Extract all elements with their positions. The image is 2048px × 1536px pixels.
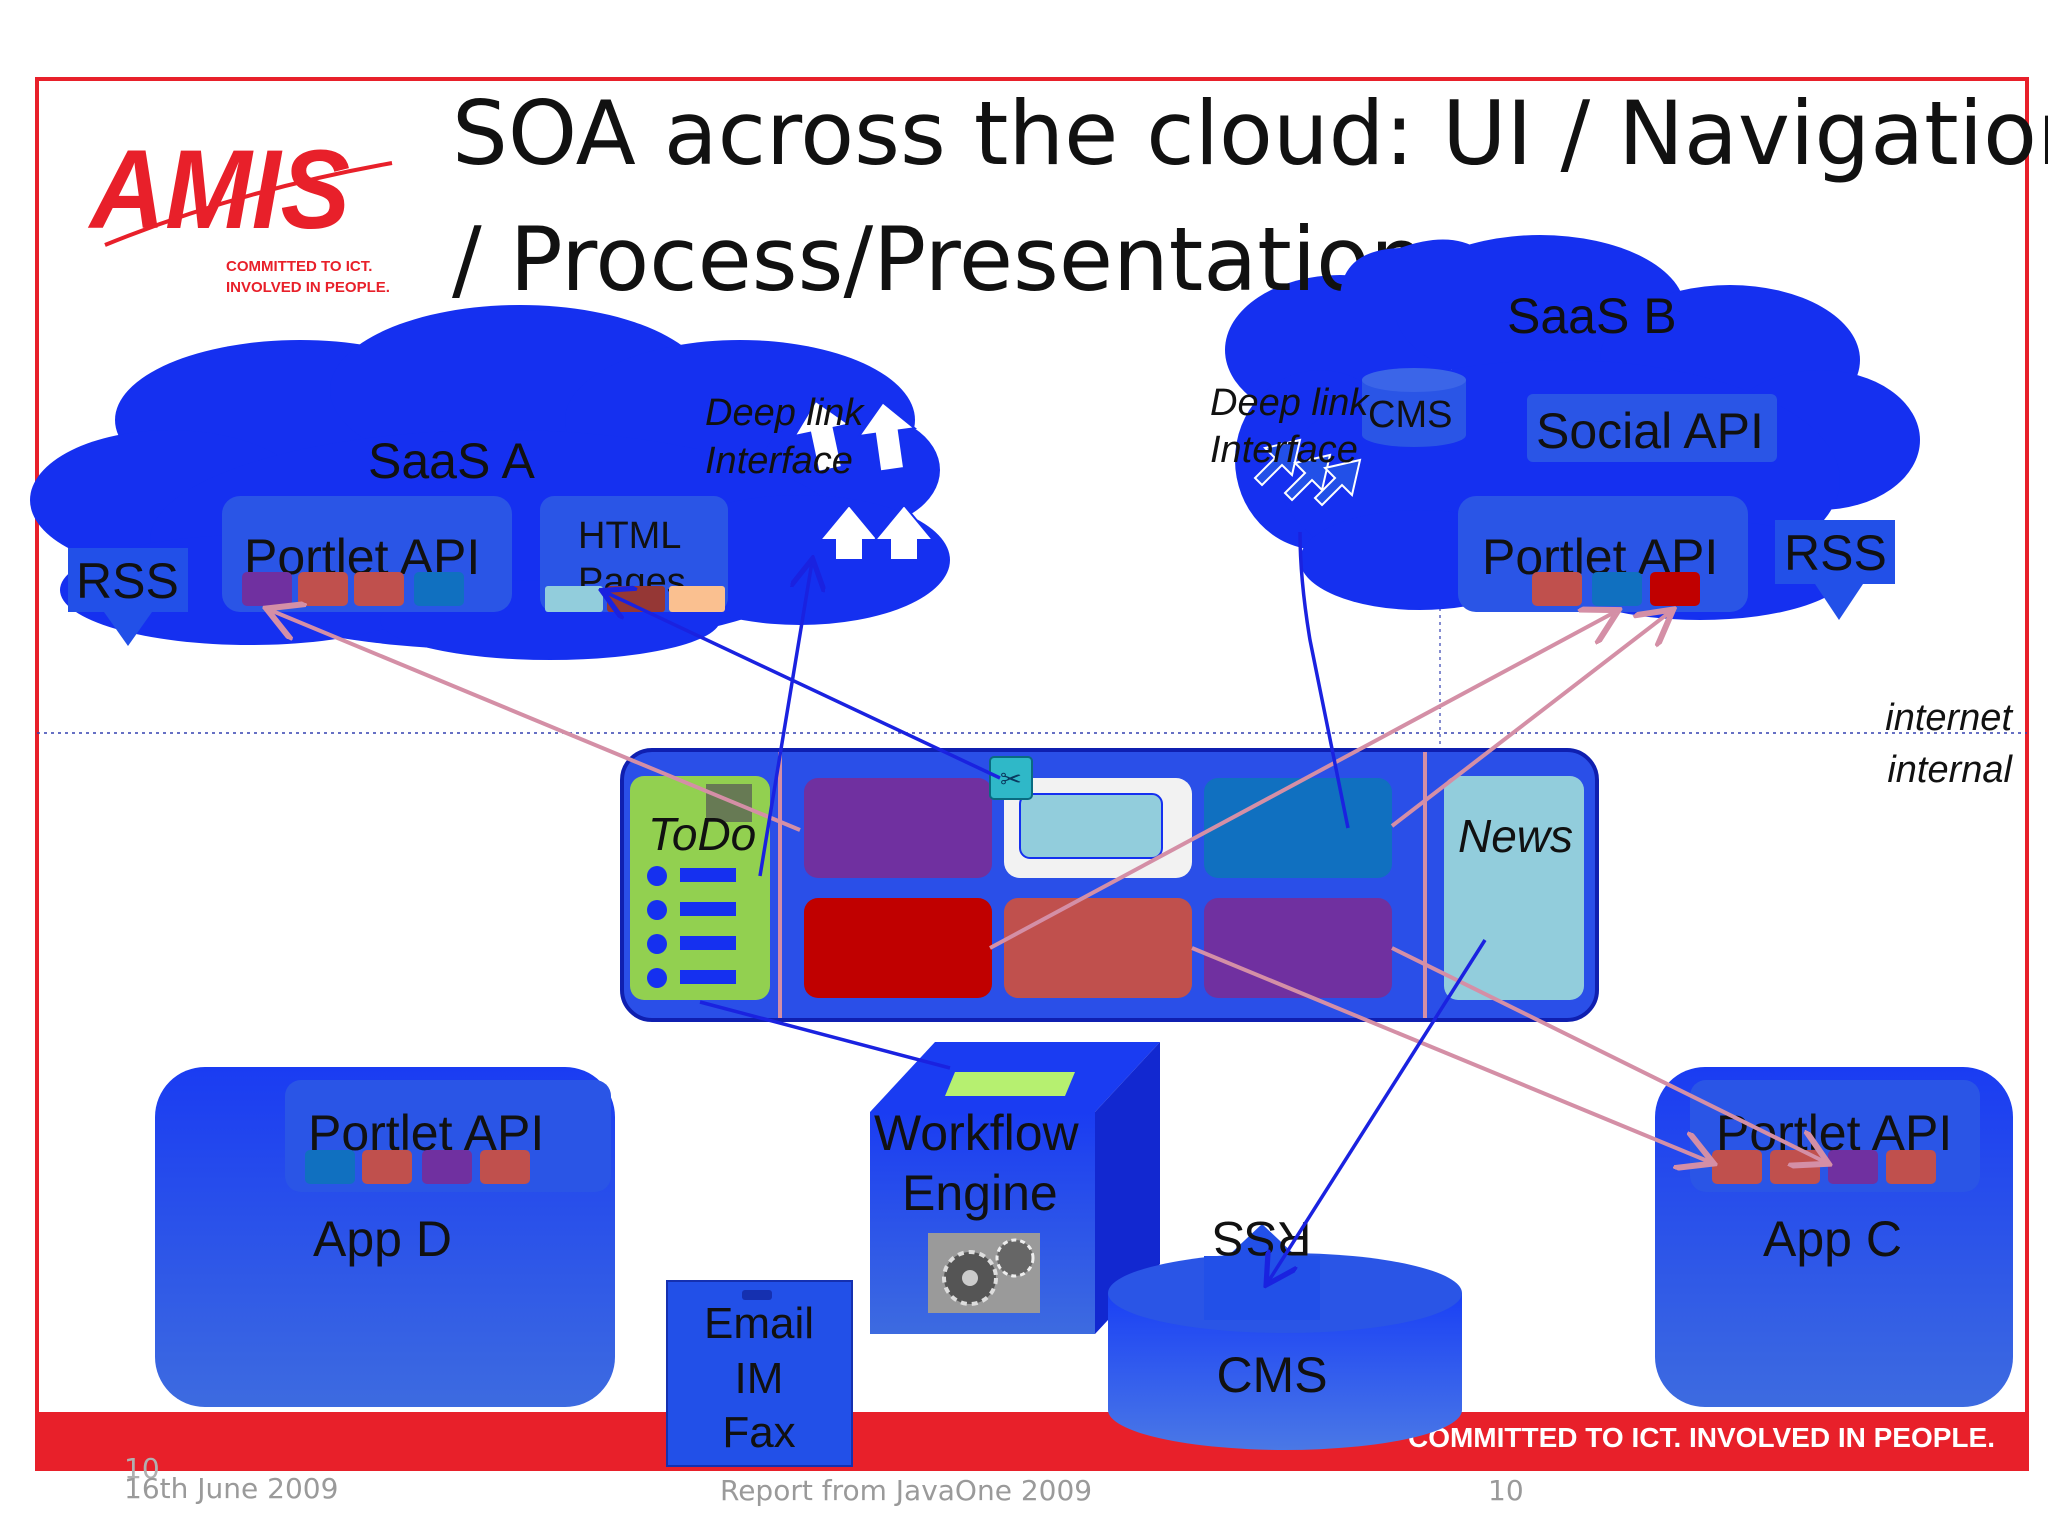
amis-logo: AMIS COMMITTED TO ICT. INVOLVED IN PEOPL… <box>87 127 393 296</box>
slide-border <box>35 77 2029 1471</box>
connector-arrows <box>270 531 1825 1282</box>
saas-b-rss: RSS <box>1775 520 1895 620</box>
internet-label: internet <box>1885 697 2013 739</box>
footer-page: 10 <box>1488 1474 1524 1507</box>
email-im-fax-box: Email IM Fax <box>666 1280 853 1467</box>
portlet-light-inner <box>1019 793 1163 859</box>
news-panel: News <box>1444 776 1584 1000</box>
cms-database: RSS CMS <box>1108 1211 1462 1450</box>
saas-b-deep-link-1: Deep link <box>1210 382 1370 424</box>
workflow-label-1: Workflow <box>874 1105 1080 1161</box>
saas-b-rss-label: RSS <box>1784 525 1887 581</box>
amis-logo-text: AMIS <box>87 127 350 252</box>
portlet-purple-1 <box>804 778 992 878</box>
saas-a-rss-label: RSS <box>76 553 179 609</box>
footer-center: Report from JavaOne 2009 <box>720 1474 1092 1507</box>
saas-b-cms: CMS <box>1368 394 1452 436</box>
portlet-blue <box>1204 778 1392 878</box>
fax-label: Fax <box>722 1408 795 1457</box>
saas-a-html-1: HTML <box>578 515 681 557</box>
saas-b-portlet-api: Portlet API <box>1458 496 1748 612</box>
workflow-label-2: Engine <box>902 1165 1058 1221</box>
saas-a-deep-link-2: Interface <box>705 440 853 482</box>
todo-panel: ToDo <box>630 776 770 1000</box>
title-overlap-cloud <box>1340 239 1480 320</box>
app-d-label: App D <box>313 1211 452 1267</box>
news-label: News <box>1458 810 1573 862</box>
svg-text:✂: ✂ <box>1000 764 1022 794</box>
im-label: IM <box>735 1354 784 1403</box>
gears-icon <box>928 1233 1040 1313</box>
slide-title-line-1: SOA across the cloud: UI / Navigation <box>452 82 2048 185</box>
workflow-engine-cube: Workflow Engine <box>870 1042 1160 1334</box>
footer-slide-number: 10 <box>124 1452 160 1485</box>
saas-a-portlet-api: Portlet API <box>222 496 512 612</box>
amis-tagline-2: INVOLVED IN PEOPLE. <box>226 279 390 296</box>
saas-a-label: SaaS A <box>368 433 535 489</box>
app-c-label: App C <box>1763 1211 1902 1267</box>
saas-a-deep-link-1: Deep link <box>705 392 865 434</box>
saas-a-rss: RSS <box>68 548 188 646</box>
app-c-box: Portlet API App C <box>1655 1067 2013 1407</box>
todo-label: ToDo <box>648 808 756 860</box>
email-label: Email <box>704 1299 814 1348</box>
saas-b-social-api: Social API <box>1527 394 1777 462</box>
portlet-purple-2 <box>1204 898 1392 998</box>
app-d-box: Portlet API App D <box>155 1067 615 1407</box>
cms-label: CMS <box>1216 1347 1327 1403</box>
saas-b-cms-cylinder <box>1362 368 1466 447</box>
saas-b-deep-link-2: Interface <box>1210 429 1358 471</box>
internal-label: internal <box>1887 749 2013 791</box>
slide-title-line-2: / Process/Presentation <box>452 208 1426 311</box>
footer-banner-text: COMMITTED TO ICT. INVOLVED IN PEOPLE. <box>1408 1422 1995 1453</box>
saas-b-label: SaaS B <box>1507 288 1677 344</box>
footer-banner <box>37 1412 2027 1467</box>
footer-date: 16th June 2009 <box>124 1472 338 1505</box>
saas-b-social-api-label: Social API <box>1536 403 1764 459</box>
portlet-grid <box>804 778 1392 998</box>
portlet-red <box>804 898 992 998</box>
scissors-icon: ✂ <box>989 756 1033 800</box>
saas-a-html-pages: HTML Pages <box>540 496 728 612</box>
portlet-salmon <box>1004 898 1192 998</box>
amis-tagline-1: COMMITTED TO ICT. <box>226 258 372 275</box>
